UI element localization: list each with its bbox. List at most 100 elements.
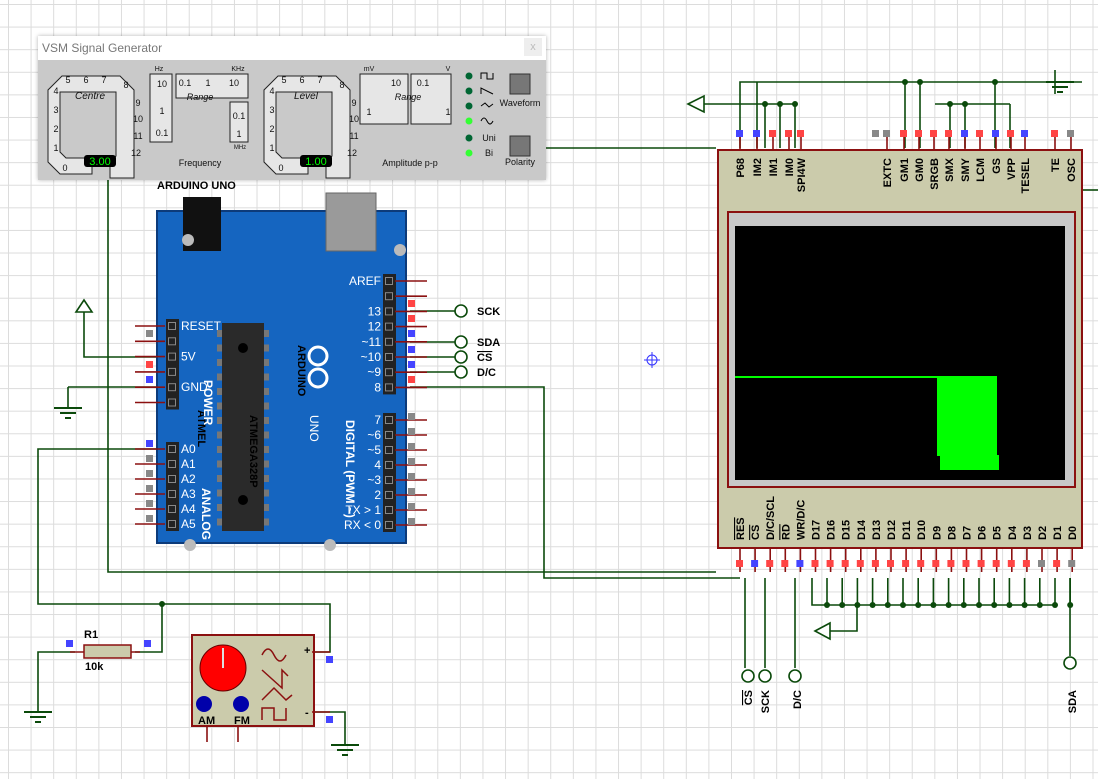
pin[interactable] bbox=[168, 445, 176, 453]
pin[interactable] bbox=[385, 383, 393, 392]
close-button[interactable]: x bbox=[524, 38, 542, 56]
chip-pin bbox=[264, 359, 269, 366]
wire bbox=[410, 386, 740, 579]
plus-label: + bbox=[304, 645, 310, 657]
amplitude-range-left[interactable] bbox=[359, 73, 409, 125]
fm-knob[interactable] bbox=[233, 696, 249, 712]
pin-state-marker bbox=[871, 560, 879, 567]
pin[interactable] bbox=[168, 383, 176, 392]
polarity-button[interactable] bbox=[509, 135, 531, 157]
chip-pin bbox=[217, 504, 222, 511]
terminal-label: D/C bbox=[792, 690, 804, 709]
lcd-pin-label: D6 bbox=[977, 526, 989, 540]
junction bbox=[869, 602, 876, 608]
frequency-mhz-slider[interactable] bbox=[229, 101, 249, 143]
pin-header bbox=[383, 274, 396, 395]
pin-label: ~3 bbox=[367, 473, 381, 487]
pin-state-marker bbox=[408, 488, 415, 495]
pin-state-marker bbox=[769, 130, 776, 137]
dial-tick: 11 bbox=[133, 131, 142, 141]
pin[interactable] bbox=[168, 505, 176, 513]
pin[interactable] bbox=[168, 475, 176, 483]
polarity-led bbox=[465, 134, 473, 142]
pin[interactable] bbox=[168, 460, 176, 468]
frequency-range-slider[interactable] bbox=[175, 73, 249, 99]
pin-label: TX > 1 bbox=[345, 503, 381, 517]
ground-icon bbox=[24, 711, 52, 723]
usb-port bbox=[325, 192, 377, 252]
pin-state-marker bbox=[1068, 560, 1076, 567]
pin[interactable] bbox=[385, 416, 393, 424]
waveform-led bbox=[465, 87, 473, 95]
pin[interactable] bbox=[385, 337, 393, 346]
pin[interactable] bbox=[385, 491, 393, 499]
panel-label: 10 bbox=[229, 78, 239, 88]
pin-state-marker bbox=[872, 130, 879, 137]
panel-label: MHz bbox=[234, 145, 246, 151]
value-display bbox=[84, 155, 116, 167]
pin[interactable] bbox=[385, 307, 393, 316]
pin-label: ~6 bbox=[367, 428, 381, 442]
pin[interactable] bbox=[168, 490, 176, 498]
pin[interactable] bbox=[168, 367, 176, 376]
pin[interactable] bbox=[385, 461, 393, 469]
pin-label: A5 bbox=[181, 517, 196, 531]
pin[interactable] bbox=[168, 322, 176, 330]
terminal[interactable] bbox=[454, 350, 468, 364]
pin[interactable] bbox=[385, 322, 393, 331]
pin[interactable] bbox=[385, 292, 393, 301]
dial-tick: 6 bbox=[299, 75, 304, 85]
lcd-pin-label: SMY bbox=[960, 157, 972, 182]
pin[interactable] bbox=[168, 398, 176, 407]
mount-hole bbox=[182, 234, 194, 246]
terminal[interactable] bbox=[454, 304, 468, 318]
pin[interactable] bbox=[385, 353, 393, 361]
pin[interactable] bbox=[168, 352, 176, 361]
junction bbox=[792, 101, 798, 107]
pin[interactable] bbox=[385, 431, 393, 439]
frequency-multiplier-slider[interactable] bbox=[149, 73, 173, 143]
terminal[interactable] bbox=[741, 669, 755, 683]
pin[interactable] bbox=[385, 277, 393, 285]
pin-label: 7 bbox=[374, 413, 381, 427]
pin-label: 13 bbox=[368, 304, 382, 318]
terminal[interactable] bbox=[454, 365, 468, 379]
pin[interactable] bbox=[385, 476, 393, 484]
am-knob[interactable] bbox=[196, 696, 212, 712]
dial-tick: 4 bbox=[269, 86, 274, 96]
level-dial[interactable] bbox=[263, 75, 351, 179]
pin[interactable] bbox=[168, 520, 176, 528]
pin-state-marker bbox=[977, 560, 985, 567]
pin-state-marker bbox=[797, 130, 804, 137]
amplitude-range-right[interactable] bbox=[410, 73, 452, 125]
pin[interactable] bbox=[385, 506, 393, 514]
pin-state-marker bbox=[408, 518, 415, 525]
waveform-button[interactable] bbox=[509, 73, 531, 95]
pin[interactable] bbox=[385, 521, 393, 529]
lcd-screen bbox=[735, 226, 1065, 480]
pin[interactable] bbox=[168, 337, 176, 346]
sawtooth-wave-icon bbox=[480, 87, 494, 95]
dial-tick: 1 bbox=[53, 143, 58, 153]
pin-state-marker bbox=[962, 560, 970, 567]
resistor[interactable] bbox=[83, 644, 132, 659]
pin[interactable] bbox=[385, 446, 393, 454]
lcd-pin-label: D8 bbox=[946, 526, 958, 540]
chip-pin bbox=[264, 431, 269, 439]
pin-state-marker bbox=[408, 428, 415, 435]
terminal[interactable] bbox=[1063, 656, 1077, 670]
terminal[interactable] bbox=[758, 669, 772, 683]
terminal[interactable] bbox=[454, 335, 468, 349]
lcd-pin-label: D11 bbox=[901, 520, 913, 540]
terminal[interactable] bbox=[788, 669, 802, 683]
centre-dial[interactable] bbox=[47, 75, 135, 179]
range-label: Range bbox=[187, 92, 214, 102]
pin[interactable] bbox=[385, 368, 393, 377]
pin-state-marker bbox=[766, 560, 774, 567]
chip-pin bbox=[217, 373, 222, 381]
